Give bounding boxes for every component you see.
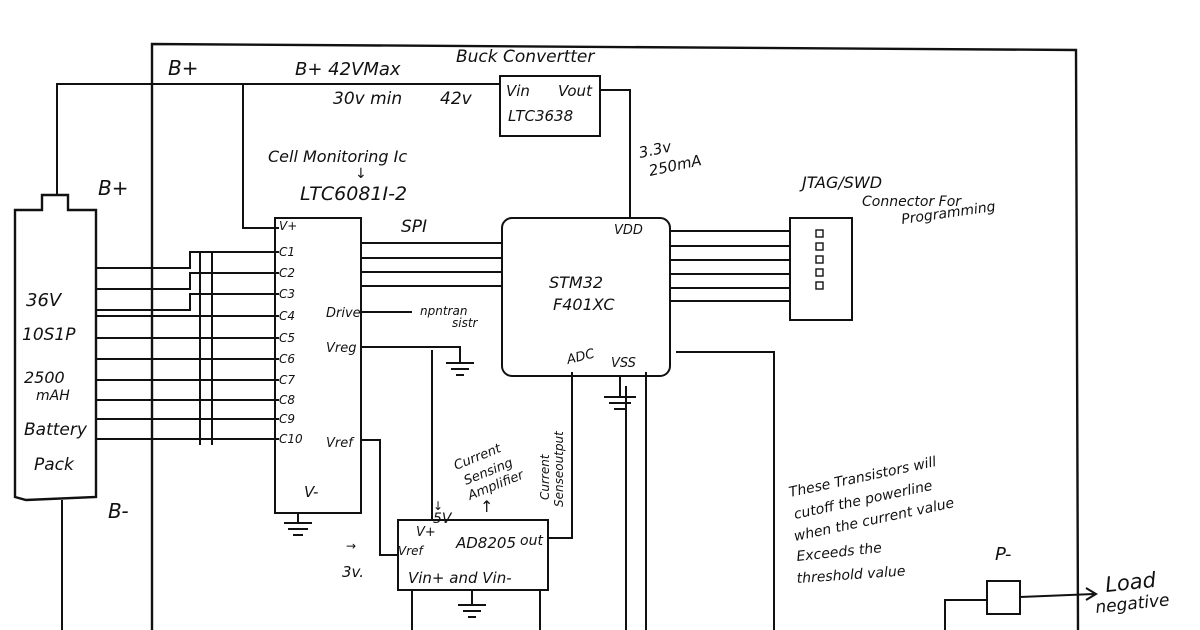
pin-c4: C4 [279,309,295,323]
amp-out: out [520,533,543,549]
p-minus-label: P- [995,544,1011,565]
note-line-4: Exceeds the [796,540,883,565]
pin-vreg: Vreg [326,341,357,356]
cell-sense-wires [96,251,279,445]
cell-monitor-ic-box [274,217,362,514]
pin-c7: C7 [279,373,295,387]
amp-ref-voltage: 3v. [342,563,364,581]
cell-monitor-arrow: ↓ [355,166,367,182]
jtag-pin [815,229,824,238]
amp-inputs: Vin+ and Vin- [408,569,512,587]
ic-ground-symbol [284,522,312,536]
vref-wire [361,439,398,556]
frame-bplus-label: B+ [168,56,198,80]
buck-part: LTC3638 [508,107,573,125]
vout-wire [600,89,631,218]
jtag-pin [815,281,824,290]
cell-monitor-part: LTC6081I-2 [300,183,407,205]
pin-vminus: V- [304,483,318,501]
amp-output-label-2: Senseoutput [552,430,566,507]
buck-title: Buck Convertter [456,47,595,67]
note-line-5: threshold value [796,563,906,587]
jtag-pin [815,242,824,251]
amp-vref: Vref [398,544,425,558]
min-voltage-label: 30v min [333,89,402,109]
vreg-ground-symbol [446,362,474,376]
jtag-pin [815,268,824,277]
buck-vout: Vout [558,82,593,100]
mcu-part-line1: STM32 [549,273,603,292]
amp-output-wire [548,372,573,539]
mcu-vdd: VDD [614,223,643,238]
cell-monitor-title: Cell Monitoring Ic [268,147,407,166]
jtag-caption-1: Connector For [862,194,962,210]
p-minus-wire [944,599,987,630]
jtag-pin [815,255,824,264]
load-wire [1019,593,1095,598]
amp-label-arrow: ↑ [480,497,493,516]
pin-c6: C6 [279,352,295,366]
bplus-max-label: B+ 42VMax [295,59,401,80]
mcu-vss: VSS [611,356,636,371]
spi-bus [361,242,502,287]
load-arrow-head [1085,587,1098,601]
pin-c9: C9 [279,412,295,426]
amp-supply-arrow: ↓ [433,499,443,513]
amp-output-label-1: Current [538,453,552,500]
amp-supply-label: 5V [433,511,453,527]
amp-input-wires [411,590,541,630]
pin-drive: Drive [326,306,361,321]
cell-sense-wire [96,272,279,290]
mcu-box [501,217,671,377]
mcu-control-wire [676,351,775,630]
battery-bplus-label: B+ [98,176,128,200]
amp-part: AD8205 [455,534,516,552]
vreg-wire [361,346,461,362]
mcu-part-line2: F401XC [553,295,615,314]
battery-name-2: Pack [34,455,75,475]
amp-ground-symbol [458,604,486,618]
pin-c2: C2 [279,266,295,280]
jtag-pin-column [815,229,824,290]
load-line-1: Load [1104,568,1158,597]
transistor-label-2: sistr [452,316,479,330]
pin-vplus: V+ [279,219,297,233]
p-minus-terminal [986,580,1021,615]
battery-voltage: 36V [26,290,63,311]
jtag-bus [670,230,790,302]
amp-vplus: V+ [416,525,436,540]
battery-pack: B+ B- 36V 10S1P 2500 mAH Battery Pack [13,176,129,523]
bplus-wire [56,83,500,195]
pin-c1: C1 [279,245,295,259]
pin-c10: C10 [279,432,303,446]
jtag-title: JTAG/SWD [799,173,882,192]
battery-bminus-label: B- [108,499,129,523]
transistor-label-1: npntran [420,304,467,318]
battery-capacity: 2500 [24,368,65,387]
pin-c3: C3 [279,287,295,301]
voltage-42v-label: 42v [440,89,473,109]
pin-c8: C8 [279,393,295,407]
battery-name: Battery [24,420,88,440]
battery-capacity-unit: mAH [36,388,70,404]
spi-label: SPI [401,217,427,237]
vplus-wire [242,84,279,229]
mcu-adc: ADC [564,346,597,368]
buck-vin: Vin [506,82,530,100]
battery-config: 10S1P [22,325,76,345]
cell-sense-wire [96,251,279,269]
buck-converter-box [499,75,601,137]
pin-vref: Vref [326,436,355,451]
pin-c5: C5 [279,331,295,345]
amp-ref-arrow: → [346,539,356,553]
amplifier-box [397,519,549,591]
cell-sense-wire [96,293,279,311]
mcu-ground-symbol [604,396,636,410]
